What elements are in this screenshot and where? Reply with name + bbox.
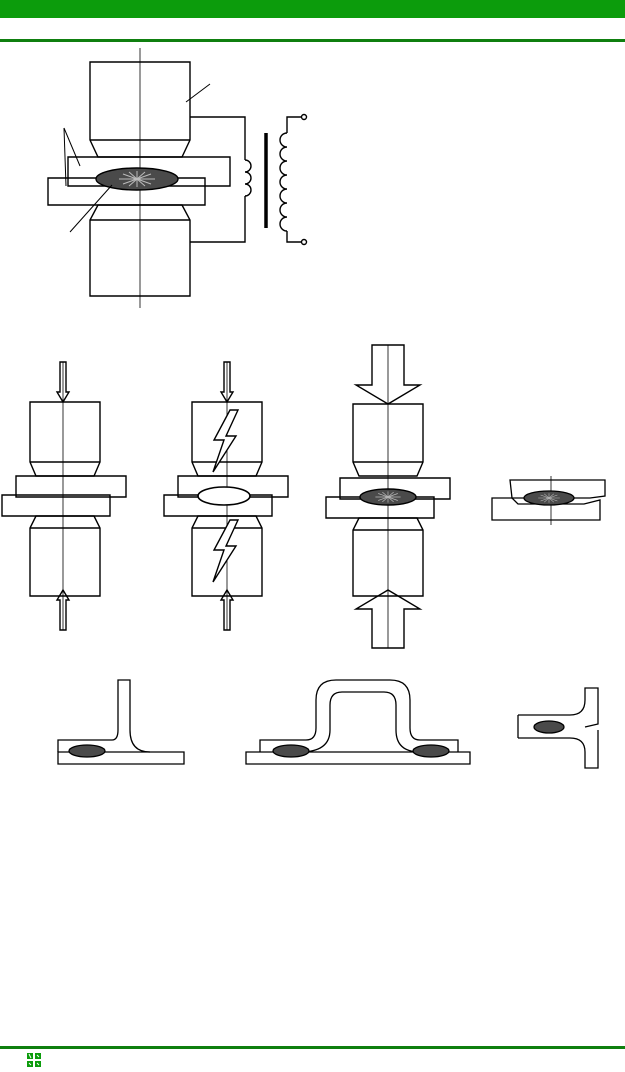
primary-lead-bottom [286, 231, 302, 243]
l-section-part [57, 679, 151, 753]
t-lower-flange [518, 730, 599, 769]
header-rule [0, 39, 625, 42]
upper-lead-wire [190, 116, 246, 150]
primary-lead-top [286, 116, 302, 133]
spot-welding-stage-1-clamp [1, 361, 127, 631]
upper-sheet [339, 477, 451, 500]
press-arrow-top [219, 361, 235, 404]
joint-l-section-weld [57, 679, 185, 765]
t-upper-flange [518, 687, 599, 728]
weld-nugget [533, 720, 565, 734]
press-arrow-bottom [55, 588, 71, 631]
spot-welding-stage-2-current [163, 361, 289, 631]
weld-nugget [68, 744, 106, 758]
hat-section-inner [299, 691, 421, 753]
forge-arrow-bottom [353, 589, 423, 649]
weld-nugget-right [412, 744, 450, 758]
leader-electrode [185, 83, 211, 103]
base-sheet [57, 751, 185, 765]
lower-sheet [1, 494, 111, 517]
resistance-spot-welding-circuit-diagram [47, 48, 308, 308]
press-arrow-bottom [219, 588, 235, 631]
upper-sheet [15, 475, 127, 498]
lower-sheet [491, 497, 601, 521]
leader-lower-sheet [63, 127, 67, 187]
terminal-bottom [300, 238, 308, 246]
terminal-top [300, 113, 308, 121]
forge-arrow-top [353, 344, 423, 405]
joint-t-section-weld [517, 687, 599, 769]
spot-welding-stage-3-forge [325, 344, 451, 649]
secondary-coil [244, 159, 252, 197]
upper-sheet [509, 479, 606, 499]
weld-nugget-left [272, 744, 310, 758]
press-arrow-top [55, 361, 71, 404]
primary-coil [279, 132, 288, 232]
current-bolt-bottom-icon [212, 519, 240, 583]
footer-rule [0, 1046, 625, 1049]
lower-lead-wire [190, 200, 246, 243]
heating-zone [197, 486, 251, 506]
upper-sheet [177, 475, 289, 498]
base-sheet [245, 751, 471, 765]
header-bar [0, 0, 625, 18]
leader-upper-sheet [63, 127, 81, 167]
joint-hat-section-weld [245, 679, 471, 765]
finished-spot-weld-section [491, 476, 606, 525]
current-bolt-top-icon [212, 409, 240, 473]
hat-section-outer [259, 679, 459, 752]
upper-sheet [67, 156, 231, 187]
leader-nugget [69, 184, 113, 233]
publisher-logo-icon [26, 1052, 42, 1068]
